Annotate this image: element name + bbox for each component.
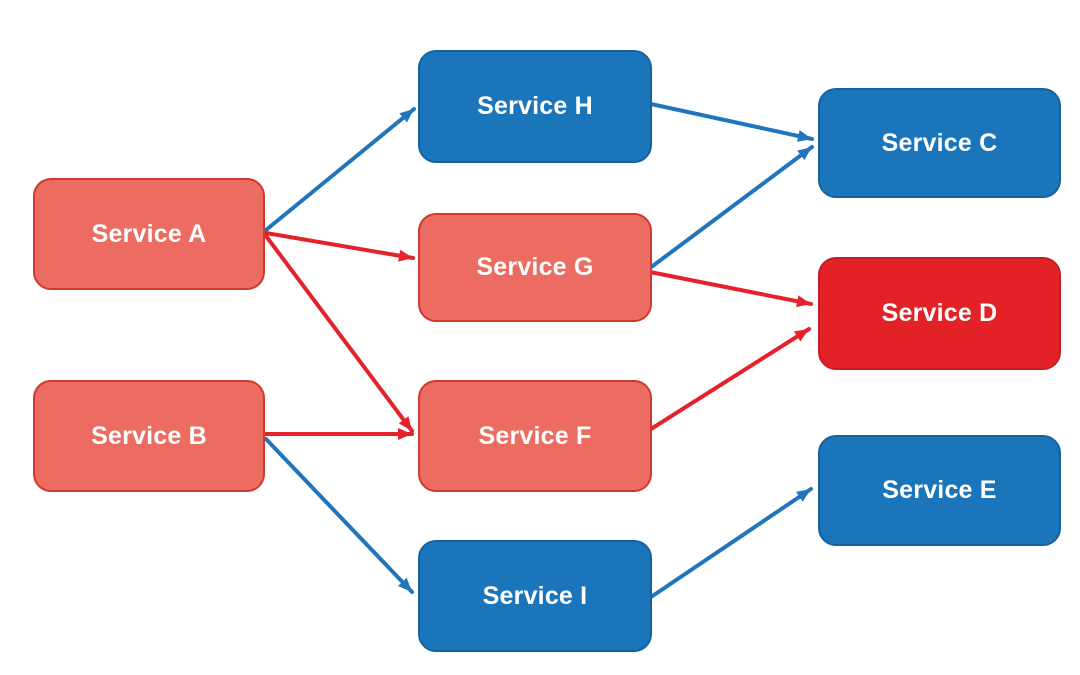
node-service-i-label: Service I bbox=[482, 581, 588, 610]
edge-service-h-to-service-c bbox=[649, 102, 814, 142]
node-service-a: Service A bbox=[33, 178, 265, 290]
node-service-e: Service E bbox=[818, 435, 1061, 546]
node-service-e-label: Service E bbox=[882, 476, 997, 504]
node-service-i: Service I bbox=[418, 540, 652, 652]
node-service-g-label: Service G bbox=[476, 253, 594, 281]
node-service-g: Service G bbox=[418, 213, 652, 322]
node-service-c: Service C bbox=[818, 88, 1061, 198]
node-service-f: Service F bbox=[418, 380, 652, 492]
node-service-a-label: Service A bbox=[91, 219, 207, 248]
edge-service-a-to-service-f bbox=[264, 234, 414, 433]
node-service-h-label: Service H bbox=[477, 92, 593, 120]
node-service-h: Service H bbox=[418, 50, 652, 163]
edge-service-g-to-service-c bbox=[648, 145, 814, 270]
edge-service-a-to-service-h bbox=[264, 107, 416, 232]
edge-service-g-to-service-d bbox=[648, 270, 813, 308]
edge-service-a-to-service-g bbox=[264, 231, 415, 262]
edge-service-b-to-service-i bbox=[264, 437, 414, 594]
edge-service-i-to-service-e bbox=[649, 487, 813, 599]
node-service-b: Service B bbox=[33, 380, 265, 492]
node-service-c-label: Service C bbox=[881, 128, 998, 157]
edge-service-f-to-service-d bbox=[649, 327, 811, 431]
node-service-b-label: Service B bbox=[91, 421, 207, 450]
node-service-d-label: Service D bbox=[881, 299, 998, 327]
node-service-d: Service D bbox=[818, 257, 1061, 370]
node-service-f-label: Service F bbox=[478, 421, 592, 450]
